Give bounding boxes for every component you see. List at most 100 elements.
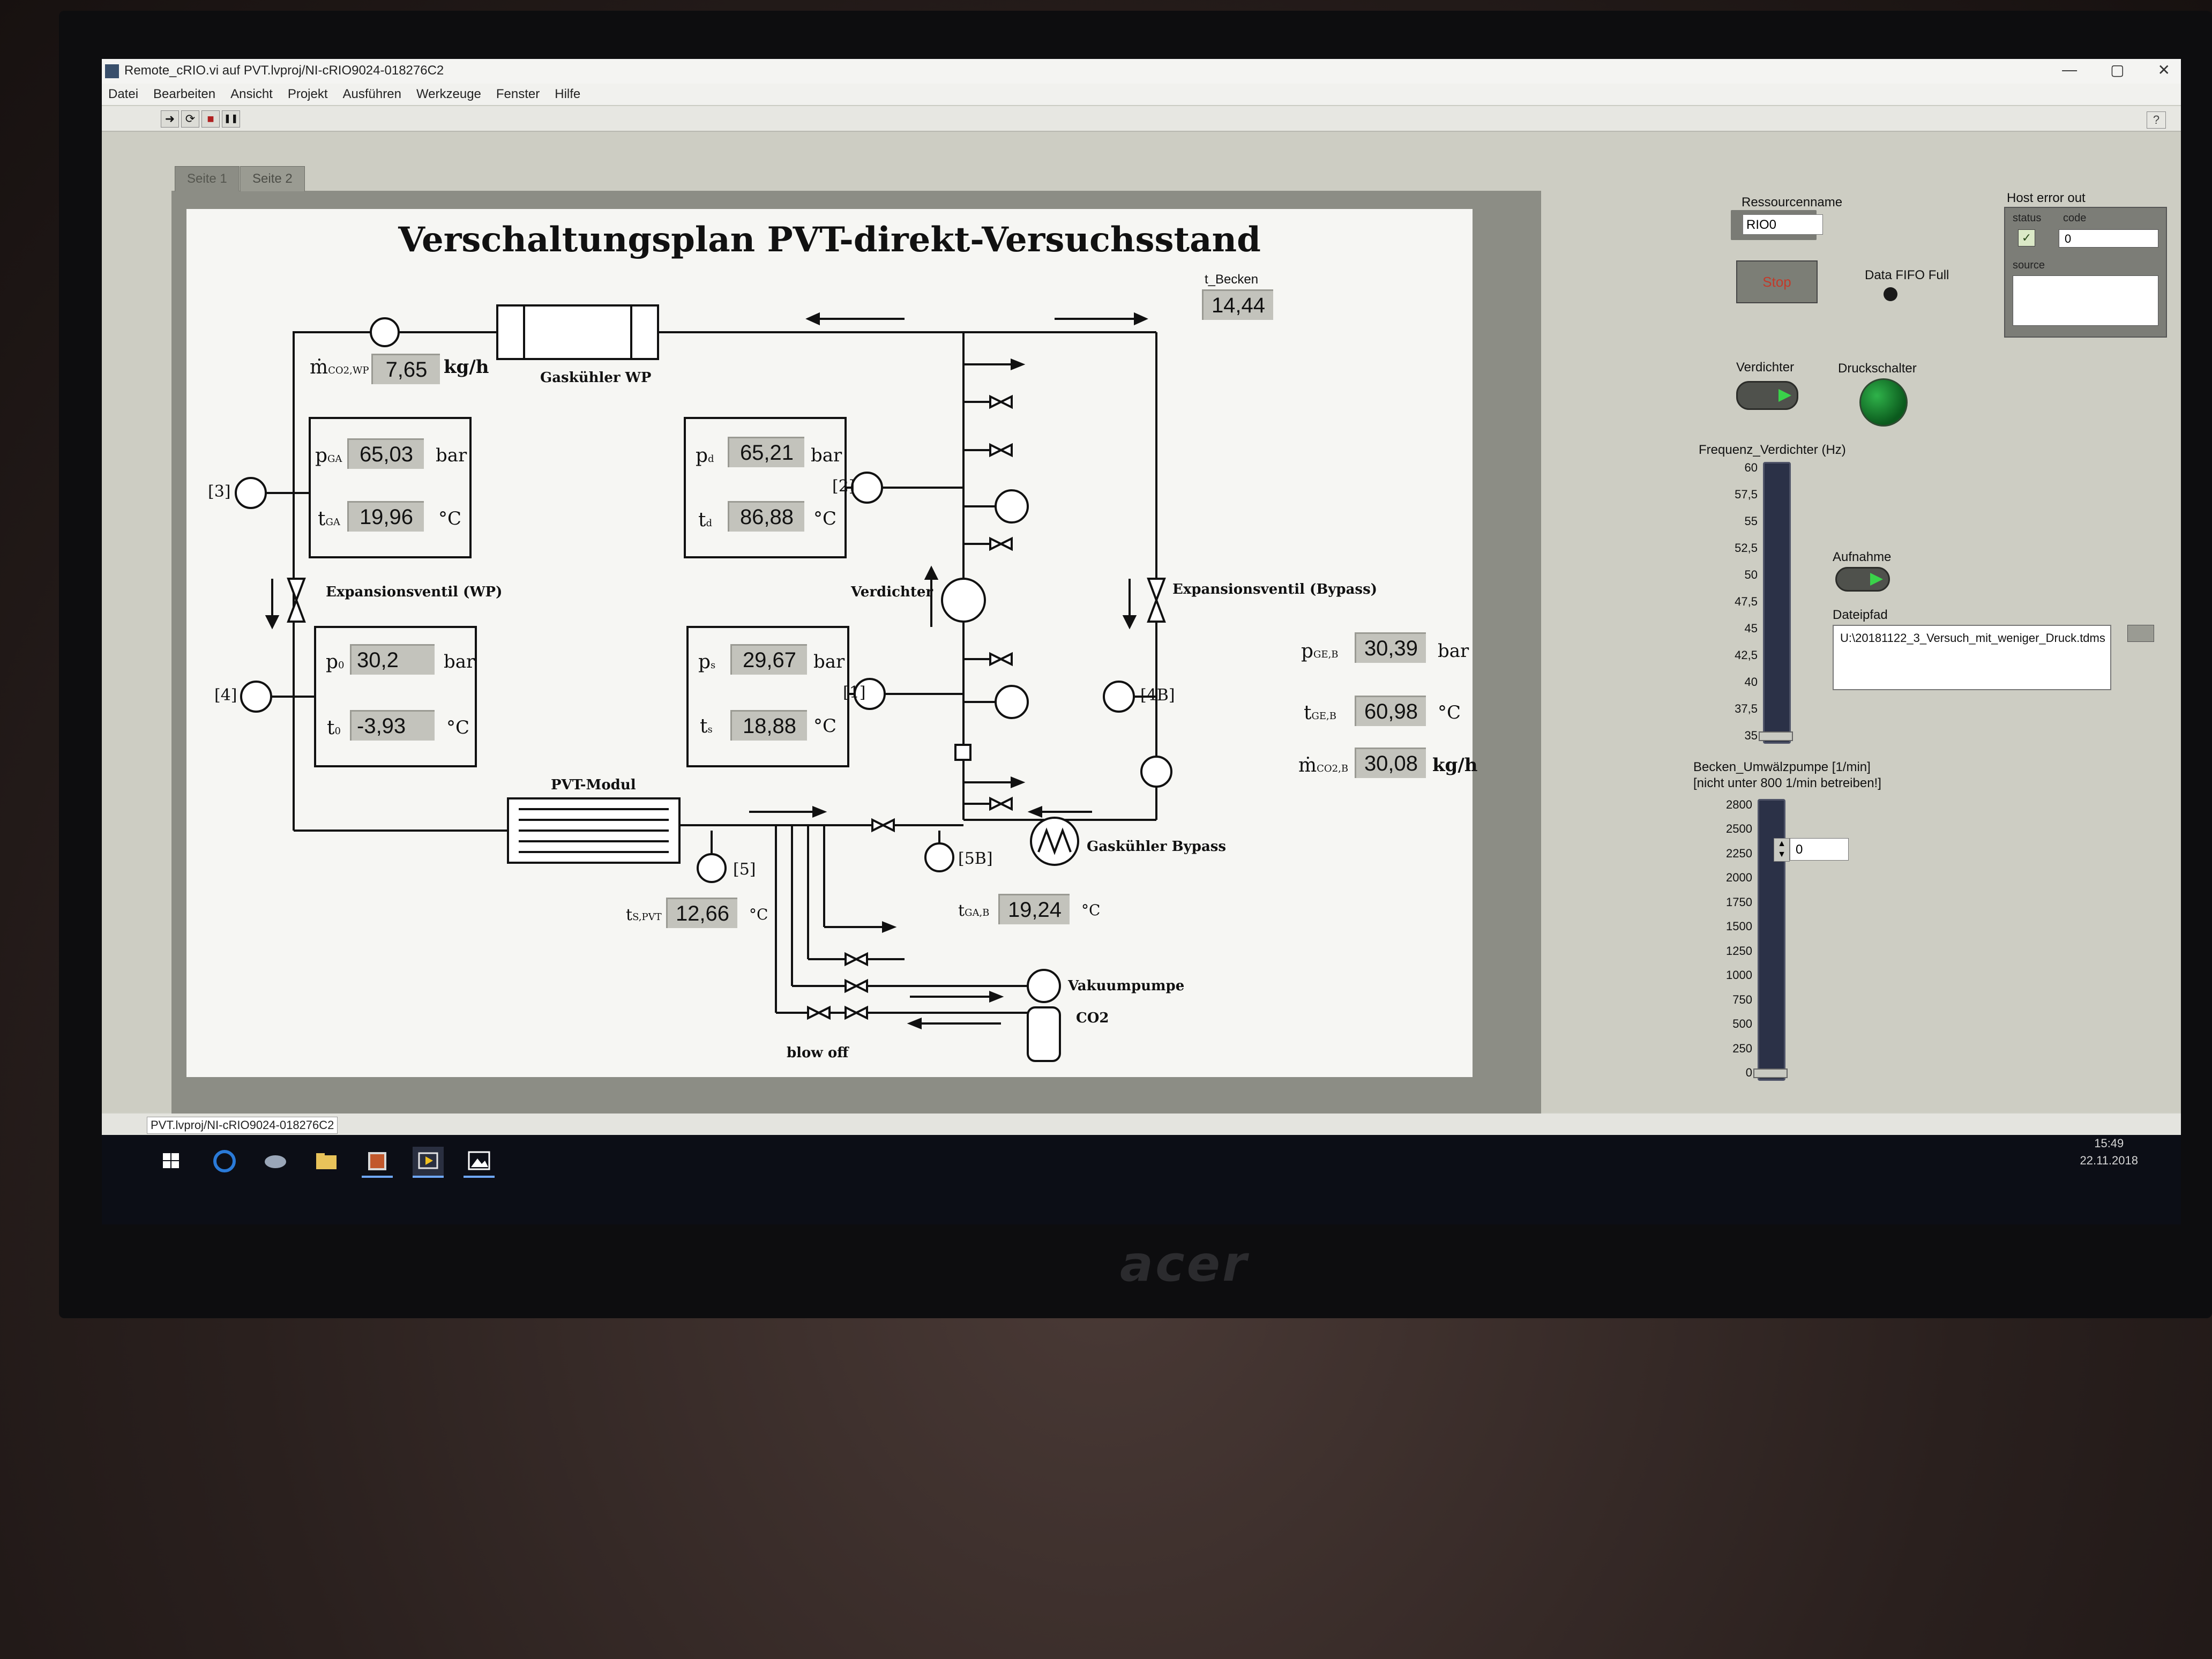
frequenz-scale-tick: 42,5 bbox=[1735, 648, 1758, 662]
close-button[interactable]: ✕ bbox=[2157, 62, 2170, 78]
windows-start-icon[interactable] bbox=[155, 1147, 186, 1176]
toolbar: ➜ ⟳ ■ ❚❚ ? bbox=[102, 106, 2181, 132]
sensor-tag-4: [4] bbox=[214, 686, 237, 705]
verdichter-switch[interactable] bbox=[1736, 381, 1798, 410]
edge-browser-icon[interactable] bbox=[209, 1147, 240, 1176]
menu-hilfe[interactable]: Hilfe bbox=[555, 87, 581, 101]
t-s-pvt-unit: °C bbox=[749, 906, 768, 923]
window-titlebar: Remote_cRIO.vi auf PVT.lvproj/NI-cRIO902… bbox=[102, 59, 2181, 84]
frequenz-scale-tick: 35 bbox=[1744, 729, 1758, 742]
window-title: Remote_cRIO.vi auf PVT.lvproj/NI-cRIO902… bbox=[124, 63, 444, 78]
becken-pumpe-scale-tick: 250 bbox=[1732, 1041, 1752, 1055]
frequenz-scale-tick: 52,5 bbox=[1735, 541, 1758, 555]
expansionsventil-wp-label: Expansionsventil (WP) bbox=[326, 584, 503, 600]
becken-pumpe-scale-tick: 2250 bbox=[1726, 846, 1752, 860]
piping-schematic bbox=[235, 304, 1172, 1062]
ressourcenname-value[interactable]: RIO0 bbox=[1743, 214, 1823, 235]
context-help-button[interactable]: ? bbox=[2147, 111, 2166, 129]
tab-seite-1[interactable]: Seite 1 bbox=[175, 166, 240, 191]
run-continuous-button[interactable]: ⟳ bbox=[181, 110, 199, 128]
menu-bearbeiten[interactable]: Bearbeiten bbox=[153, 87, 216, 101]
labview-vi-icon[interactable] bbox=[413, 1147, 444, 1178]
frequenz-scale-tick: 37,5 bbox=[1735, 702, 1758, 715]
becken-pumpe-scale-tick: 2800 bbox=[1726, 798, 1752, 811]
becken-pumpe-slider-knob[interactable] bbox=[1753, 1068, 1788, 1078]
t-s-unit: °C bbox=[813, 715, 837, 737]
t-ga-unit: °C bbox=[438, 508, 462, 529]
menu-werkzeuge[interactable]: Werkzeuge bbox=[416, 87, 481, 101]
error-status-checkbox: ✓ bbox=[2018, 229, 2035, 246]
becken-pumpe-scale-tick: 1500 bbox=[1726, 920, 1752, 933]
run-button[interactable]: ➜ bbox=[161, 110, 179, 128]
menu-ansicht[interactable]: Ansicht bbox=[230, 87, 273, 101]
taskbar-clock[interactable]: 15:49 22.11.2018 bbox=[2080, 1135, 2138, 1169]
control-panel: Ressourcenname RIO0 Stop Data FIFO Full … bbox=[1559, 132, 2181, 1112]
browse-folder-button[interactable] bbox=[2127, 625, 2154, 642]
frequenz-scale-tick: 47,5 bbox=[1735, 595, 1758, 608]
m-co2b-indicator: 30,08 bbox=[1355, 748, 1426, 778]
minimize-button[interactable]: — bbox=[2062, 61, 2078, 78]
menu-fenster[interactable]: Fenster bbox=[496, 87, 540, 101]
host-error-cluster: status code ✓ 0 source bbox=[2004, 207, 2167, 338]
verdichter-label: Verdichter bbox=[1736, 360, 1795, 375]
menu-ausfuehren[interactable]: Ausführen bbox=[342, 87, 401, 101]
frequenz-scale-tick: 40 bbox=[1744, 675, 1758, 689]
druckschalter-led bbox=[1859, 378, 1908, 427]
t-ga-symbol: tGA bbox=[318, 508, 340, 530]
p-ga-indicator: 65,03 bbox=[347, 438, 424, 469]
p-d-unit: bar bbox=[811, 445, 842, 466]
tab-seite-2[interactable]: Seite 2 bbox=[240, 166, 305, 191]
t-geb-unit: °C bbox=[1438, 702, 1461, 723]
frequenz-slider-knob[interactable] bbox=[1759, 731, 1793, 741]
becken-pumpe-scale-tick: 2500 bbox=[1726, 822, 1752, 836]
m-co2-wp-symbol: ṁCO2,WP bbox=[310, 356, 369, 378]
t-s-pvt-symbol: tS,PVT bbox=[626, 906, 662, 924]
frequenz-label: Frequenz_Verdichter (Hz) bbox=[1699, 443, 1846, 457]
t-becken-label: t_Becken bbox=[1205, 272, 1259, 287]
clock-date: 22.11.2018 bbox=[2080, 1154, 2138, 1167]
t-0-symbol: t0 bbox=[327, 717, 341, 739]
photos-icon[interactable] bbox=[464, 1147, 495, 1178]
becken-pumpe-scale-tick: 1250 bbox=[1726, 944, 1752, 958]
p-s-symbol: ps bbox=[698, 651, 716, 673]
t-0-indicator: -3,93 bbox=[350, 710, 435, 741]
gaskuehler-wp-label: Gaskühler WP bbox=[540, 370, 652, 386]
t-s-symbol: ts bbox=[700, 715, 713, 737]
stop-button[interactable]: Stop bbox=[1736, 260, 1818, 303]
file-explorer-icon[interactable] bbox=[311, 1147, 342, 1176]
maximize-button[interactable]: ▢ bbox=[2110, 62, 2125, 78]
menu-datei[interactable]: Datei bbox=[108, 87, 139, 101]
pvt-modul-label: PVT-Modul bbox=[551, 777, 636, 793]
verdichter-switch-indicator bbox=[1778, 389, 1791, 402]
becken-pumpe-spinner[interactable]: ▲▼ bbox=[1774, 838, 1790, 862]
error-source-label: source bbox=[2013, 259, 2045, 271]
labview-project-icon[interactable] bbox=[362, 1147, 393, 1178]
t-d-indicator: 86,88 bbox=[728, 501, 804, 532]
host-error-label: Host error out bbox=[2007, 191, 2086, 205]
aufnahme-label: Aufnahme bbox=[1833, 550, 1892, 564]
tab-control: Seite 1 Seite 2 bbox=[171, 166, 1541, 1129]
druckschalter-label: Druckschalter bbox=[1838, 361, 1917, 376]
data-fifo-full-led bbox=[1884, 287, 1897, 301]
data-fifo-full-label: Data FIFO Full bbox=[1865, 268, 1949, 282]
sensor-tag-1: [1] bbox=[843, 683, 866, 702]
project-path: PVT.lvproj/NI-cRIO9024-018276C2 bbox=[147, 1117, 338, 1134]
frequenz-scale-tick: 55 bbox=[1744, 514, 1758, 528]
p-d-symbol: pd bbox=[696, 445, 714, 467]
p-geb-unit: bar bbox=[1438, 640, 1469, 662]
sensor-tag-5b: [5B] bbox=[958, 849, 993, 868]
dateipfad-input[interactable]: U:\20181122_3_Versuch_mit_weniger_Druck.… bbox=[1833, 625, 2111, 690]
statusbar: PVT.lvproj/NI-cRIO9024-018276C2 bbox=[102, 1114, 2181, 1135]
abort-button[interactable]: ■ bbox=[201, 110, 220, 128]
t-d-unit: °C bbox=[813, 508, 837, 529]
ressourcenname-control[interactable]: RIO0 bbox=[1731, 210, 1823, 240]
pause-button[interactable]: ❚❚ bbox=[222, 110, 240, 128]
frequenz-scale-tick: 50 bbox=[1744, 568, 1758, 581]
frequenz-scale-tick: 57,5 bbox=[1735, 488, 1758, 501]
menu-projekt[interactable]: Projekt bbox=[287, 87, 328, 101]
sensor-tag-4b: [4B] bbox=[1140, 686, 1175, 705]
becken-pumpe-numeric[interactable]: 0 bbox=[1790, 838, 1849, 861]
frequenz-slider[interactable] bbox=[1763, 462, 1791, 744]
aufnahme-switch[interactable] bbox=[1835, 567, 1890, 592]
network-icon[interactable] bbox=[260, 1147, 291, 1176]
